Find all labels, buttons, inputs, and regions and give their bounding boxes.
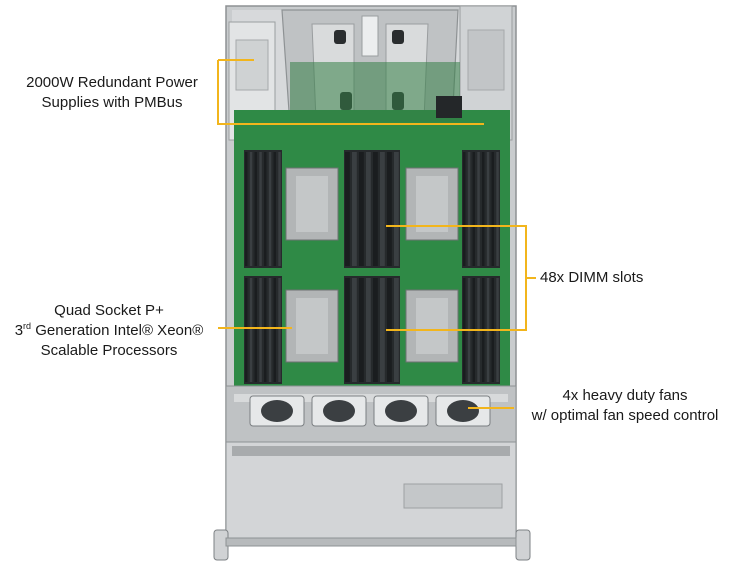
- fan-rotor-4: [447, 400, 479, 422]
- dimm-slot-13: [264, 278, 267, 382]
- dimm-slot-37: [482, 152, 485, 266]
- fans-label-line2: w/ optimal fan speed control: [531, 407, 719, 424]
- callout-label-dimm: 48x DIMM slots: [540, 268, 643, 288]
- dimm-slot-40: [496, 152, 499, 266]
- front-handles: [213, 529, 531, 561]
- dimm-slot-26: [352, 278, 357, 382]
- cpu-label-line1: Quad Socket P+: [54, 302, 164, 319]
- power-label-line2: Supplies with PMBus: [41, 94, 183, 111]
- dimm-slot-29: [373, 278, 378, 382]
- dimm-slot-36: [477, 152, 480, 266]
- callout-lines: [217, 59, 536, 409]
- cpu-label-line2-rest: Generation Intel® Xeon®: [31, 322, 204, 339]
- cpu-heatsink-1: [285, 167, 339, 241]
- dimm-slot-8: [278, 152, 281, 266]
- callout-label-fans: 4x heavy duty fans w/ optimal fan speed …: [518, 386, 732, 426]
- cpu-heatsink-2: [405, 167, 459, 241]
- dimm-slot-3: [254, 152, 257, 266]
- callout-label-cpu: Quad Socket P+ 3rd Generation Intel® Xeo…: [0, 301, 218, 361]
- dimm-slot-16: [278, 278, 281, 382]
- fans: [249, 395, 491, 427]
- dimm-slot-27: [359, 278, 364, 382]
- dimm-slot-20: [366, 152, 371, 266]
- dimm-slot-34: [467, 152, 471, 266]
- dimm-slot-4: [259, 152, 262, 266]
- dimm-slot-14: [268, 278, 272, 382]
- fans-label-line1: 4x heavy duty fans: [562, 387, 688, 404]
- cpu-label-line2: 3rd Generation Intel® Xeon®: [0, 321, 218, 341]
- dimm-bank: [462, 150, 500, 268]
- dimm-slot-10: [249, 278, 253, 382]
- dimm-slot-5: [264, 152, 267, 266]
- callout-line-power: [217, 59, 484, 125]
- dimm-bank: [244, 276, 282, 384]
- dimm-slot-12: [259, 278, 262, 382]
- dimm-slot-21: [373, 152, 378, 266]
- dimm-slot-30: [380, 278, 385, 382]
- dimm-slot-38: [486, 152, 490, 266]
- dimm-slot-11: [254, 278, 257, 382]
- dimm-slot-7: [273, 152, 276, 266]
- dimm-slot-9: [245, 278, 248, 382]
- dimm-slot-1: [245, 152, 248, 266]
- dimm-slot-6: [268, 152, 272, 266]
- dimm-slot-25: [345, 278, 350, 382]
- callout-line-dimm: [386, 225, 536, 331]
- cpu-heatsink-4: [405, 289, 459, 363]
- dimm-slot-17: [345, 152, 350, 266]
- cpu-heatsink-3: [285, 289, 339, 363]
- cpu-label-line3: Scalable Processors: [40, 342, 178, 359]
- dimm-slot-23: [387, 152, 392, 266]
- dimm-slot-22: [380, 152, 385, 266]
- dimm-label: 48x DIMM slots: [540, 269, 644, 286]
- callout-label-power: 2000W Redundant Power Supplies with PMBu…: [6, 73, 218, 113]
- dimm-bank: [244, 150, 282, 268]
- cpu-label-line2-sup: rd: [23, 321, 32, 331]
- dimm-slot-28: [366, 278, 371, 382]
- power-label-line1: 2000W Redundant Power: [26, 74, 198, 91]
- dimm-slot-19: [359, 152, 364, 266]
- dimm-slot-24: [394, 152, 399, 266]
- dimm-slot-18: [352, 152, 357, 266]
- drive-bays: [225, 441, 517, 539]
- cpu-label-line2-ordinal: 3: [14, 322, 24, 339]
- dimm-slot-39: [491, 152, 494, 266]
- dimm-slot-15: [273, 278, 276, 382]
- fan-rotor-1: [261, 400, 293, 422]
- dimm-slot-2: [249, 152, 253, 266]
- fan-rotor-3: [385, 400, 417, 422]
- dimm-slot-35: [472, 152, 475, 266]
- cpu-heatsinks: [285, 167, 459, 363]
- fan-rotor-2: [323, 400, 355, 422]
- dimm-slot-33: [463, 152, 466, 266]
